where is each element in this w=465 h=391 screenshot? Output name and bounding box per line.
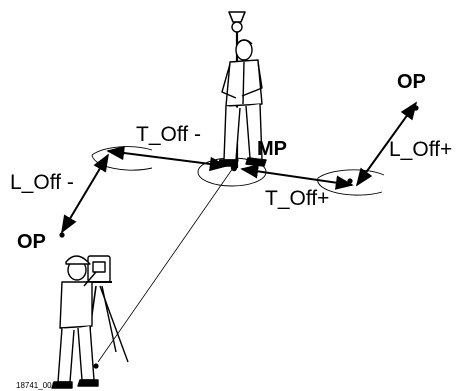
point-right-corner — [347, 178, 353, 184]
point-op-left — [59, 232, 65, 238]
sight-line — [97, 167, 234, 363]
t-off-plus-arrow — [240, 164, 354, 190]
l-off-plus-label: L_Off+ — [389, 138, 452, 161]
t-off-minus-arrow — [106, 145, 228, 172]
t-off-minus-label: T_Off - — [136, 123, 201, 146]
figure-id: 18741_001 — [16, 381, 57, 390]
l-off-minus-arrow — [61, 153, 109, 234]
mp-label: MP — [257, 138, 287, 160]
point-station — [93, 363, 99, 369]
l-off-minus-label: L_Off - — [10, 171, 74, 194]
op-label-top-right: OP — [397, 71, 426, 93]
op-label-left: OP — [17, 231, 46, 253]
l-off-plus-arrow — [355, 101, 418, 187]
surveyor-with-total-station-icon — [51, 255, 129, 389]
rodman-with-prism-pole-icon — [217, 11, 267, 168]
t-off-plus-label: T_Off+ — [265, 187, 329, 210]
